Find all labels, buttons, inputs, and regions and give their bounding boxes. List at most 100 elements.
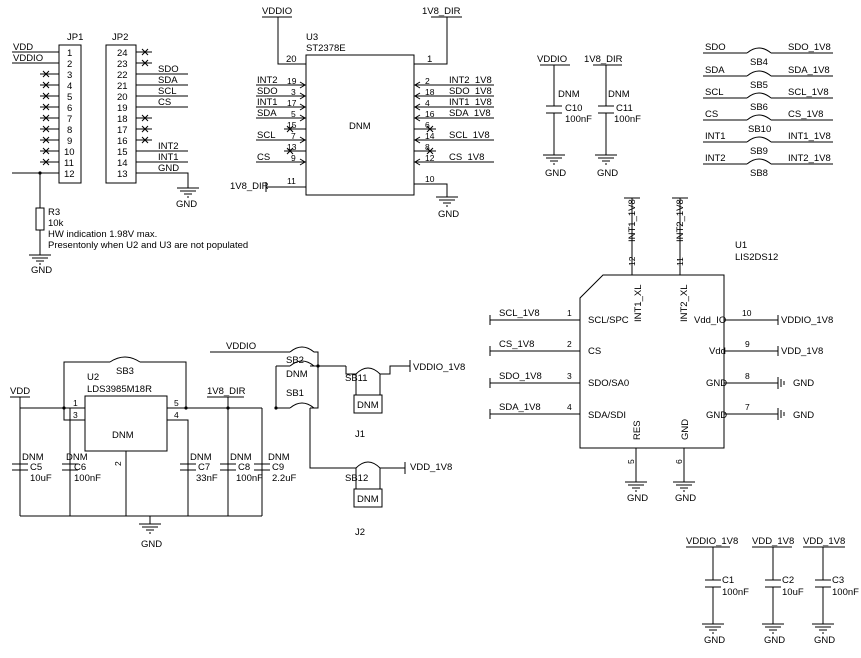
u3-net-sdo: SDO (257, 86, 278, 97)
r3-gnd-label: GND (31, 265, 52, 276)
selector-out-vdd-1v8: VDD_1V8 (410, 462, 452, 473)
u1-pin-label-cs: CS (588, 346, 601, 357)
u1-pin-label-res: RES (632, 420, 643, 440)
jp1-pin-5: 5 (67, 92, 72, 103)
u3-pin-2: 2 (425, 76, 430, 86)
jp2-pin-22: 22 (117, 70, 128, 81)
c3-value: 100nF (832, 587, 859, 598)
decoupling-caps: VDDIO_1V8 C1 100nF GND VDD_1V8 C2 10uF G… (686, 536, 859, 646)
c6-dnm: DNM (66, 452, 88, 463)
u3-pin-18: 18 (425, 87, 435, 97)
sb-right-int2-1v8: INT2_1V8 (788, 153, 831, 164)
jp2-pin-21: 21 (117, 81, 128, 92)
c5-dnm: DNM (22, 452, 44, 463)
u3-pin-19: 19 (287, 76, 297, 86)
u1-pin-2: 2 (567, 339, 572, 349)
u1-pin-4: 4 (567, 402, 572, 412)
sb-right-sdo-1v8: SDO_1V8 (788, 42, 831, 53)
u1-net-vdd-1v8: VDD_1V8 (781, 346, 823, 357)
u2-body: DNM (112, 430, 134, 441)
u1-pin-label-gnd-6: GND (680, 419, 691, 440)
c2-ref: C2 (782, 575, 794, 586)
u2-pin-2: 2 (113, 461, 123, 466)
jp1-pin-8: 8 (67, 125, 72, 136)
u2-vdd-net: VDD (10, 386, 30, 397)
u1-net-scl-1v8: SCL_1V8 (499, 308, 540, 319)
u3-pin-9: 9 (291, 153, 296, 163)
u2-gnd: GND (141, 539, 162, 550)
c2-value: 10uF (782, 587, 804, 598)
u3-pin-12: 12 (425, 153, 435, 163)
u3-1v8dir-net: 1V8_DIR (422, 6, 461, 17)
jp2-pin-13: 13 (117, 169, 128, 180)
u1-pin-label-scl-spc: SCL/SPC (588, 315, 629, 326)
jp1-net-vddio: VDDIO (13, 53, 43, 64)
u3-net-1v8dir: 1V8_DIR (230, 181, 269, 192)
u3-vddio-net: VDDIO (262, 6, 292, 17)
u3-part: ST2378E (306, 43, 346, 54)
u1-pin-label-vdd: Vdd (709, 346, 726, 357)
sb-right-scl-1v8: SCL_1V8 (788, 87, 829, 98)
c7-value: 33nF (196, 473, 218, 484)
c9-ref: C9 (272, 462, 284, 473)
u3-net-cs: CS (257, 152, 270, 163)
u1-pin-label-int1-xl: INT1_XL (633, 285, 644, 323)
jp2-pin-16: 16 (117, 136, 128, 147)
c8-value: 100nF (236, 473, 263, 484)
jp1-pin-4: 4 (67, 81, 72, 92)
jp2-net-sda: SDA (158, 75, 178, 86)
u1-pin-3: 3 (567, 371, 572, 381)
c11-value: 100nF (614, 114, 641, 125)
u2-sb3: SB3 (116, 366, 134, 377)
sb-left-int2: INT2 (705, 153, 726, 164)
selector-j1-dnm: DNM (357, 400, 379, 411)
jp2-net-scl: SCL (158, 86, 176, 97)
u2-1v8dir-net: 1V8_DIR (207, 386, 246, 397)
u1-net-int1-1v8: INT1_1V8 (627, 199, 638, 242)
selector-out-vddio-1v8: VDDIO_1V8 (413, 362, 465, 373)
selector-dnm: DNM (286, 369, 308, 380)
jp2-pin-18: 18 (117, 114, 128, 125)
u2-part: LDS3985M18R (87, 384, 152, 395)
c11-gnd: GND (597, 168, 618, 179)
c11-net: 1V8_DIR (584, 54, 623, 65)
u2-pin-1: 1 (73, 398, 78, 408)
sb-left-sdo: SDO (705, 42, 726, 53)
jp2-net-gnd: GND (158, 163, 179, 174)
u3-pin-8: 8 (425, 142, 430, 152)
jp2-net-cs: CS (158, 97, 171, 108)
c2-gnd: GND (764, 635, 785, 646)
c8-ref: C8 (238, 462, 250, 473)
u1-pin-label-int2-xl: INT2_XL (679, 285, 690, 323)
ic-u1: U1 LIS2DS12 INT1_1V8 INT2_1V8 12 11 INT1… (489, 197, 833, 504)
c1-net: VDDIO_1V8 (686, 536, 738, 547)
u3-pin-16: 16 (425, 109, 435, 119)
u1-net-gnd-7: GND (793, 410, 814, 421)
r3-ref: R3 (48, 207, 60, 218)
ldo-u2: VDD U2 LDS3985M18R DNM SB3 1 3 2 4 5 1V8… (10, 356, 263, 550)
u3-pin-1: 1 (427, 54, 432, 65)
u3-pin-7: 7 (291, 131, 296, 141)
u2-pin-4: 4 (174, 410, 179, 420)
u3-pin-5: 5 (291, 109, 296, 119)
u1-pin-5: 5 (626, 459, 636, 464)
c3-net: VDD_1V8 (803, 536, 845, 547)
u1-part: LIS2DS12 (735, 252, 778, 263)
u1-net-int2-1v8: INT2_1V8 (675, 199, 686, 242)
jp2-pin-20: 20 (117, 92, 128, 103)
c10-value: 100nF (565, 114, 592, 125)
u3-pin-17: 17 (287, 98, 297, 108)
u2-pin-3: 3 (73, 410, 78, 420)
jp2-net-int1: INT1 (158, 152, 179, 163)
selector-sb1: SB1 (286, 388, 304, 399)
u1-pin-10: 10 (742, 308, 752, 318)
capacitor-c10: VDDIO DNM C10 100nF GND (537, 54, 592, 179)
jp1-pin-7: 7 (67, 114, 72, 125)
u1-pin-label-gnd-7: GND (706, 410, 727, 421)
jp1-pin-2: 2 (67, 59, 72, 70)
u1-pin-7: 7 (745, 402, 750, 412)
sb10-ref: SB10 (748, 124, 771, 135)
c1-ref: C1 (722, 575, 734, 586)
jp1-pin-11: 11 (64, 158, 74, 169)
connector-jp2: JP2 24 23 22 21 20 19 18 17 16 15 14 13 … (105, 32, 199, 210)
